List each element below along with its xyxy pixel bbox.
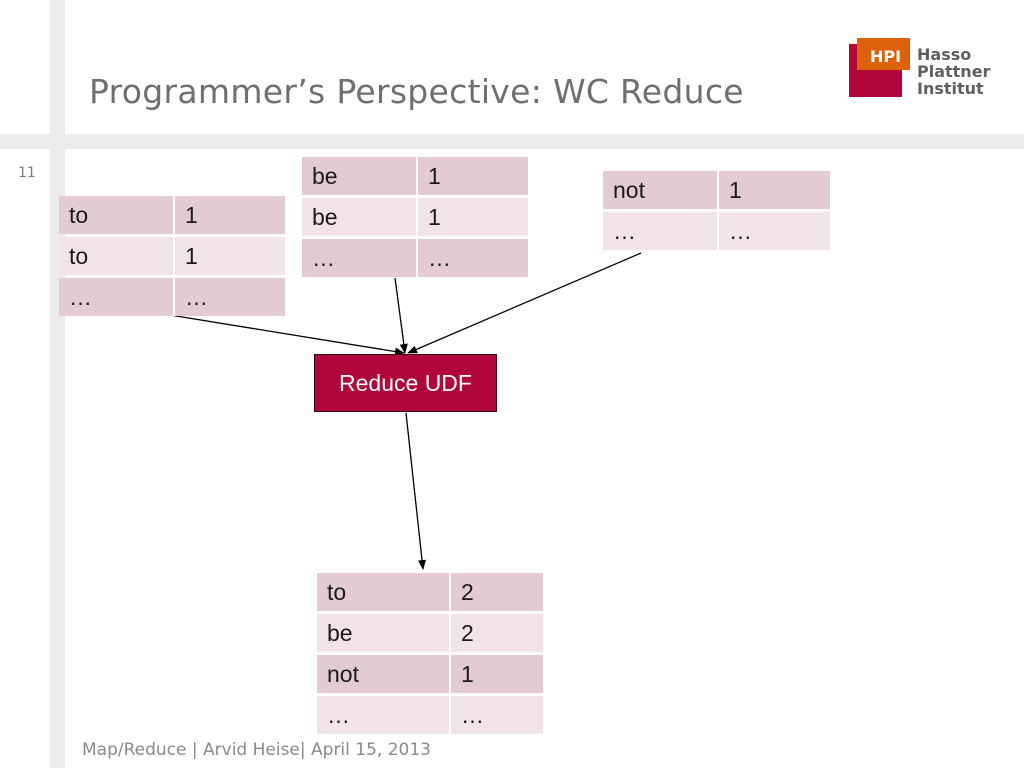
value-cell: … <box>449 696 543 734</box>
value-cell: … <box>717 212 830 250</box>
footer-text: Map/Reduce | Arvid Heise| April 15, 2013 <box>82 740 431 760</box>
header-divider-bar <box>0 134 1024 149</box>
key-cell: not <box>603 171 717 209</box>
table-row: … … <box>302 239 528 277</box>
key-cell: … <box>603 212 717 250</box>
key-cell: to <box>59 196 173 234</box>
page-number: 11 <box>18 165 36 181</box>
table-row: to 1 <box>59 237 285 275</box>
table-row: to 1 <box>59 196 285 234</box>
key-cell: … <box>317 696 449 734</box>
value-cell: … <box>416 239 528 277</box>
arrow-to-reduce-3 <box>407 252 642 354</box>
value-cell: 1 <box>173 237 285 275</box>
input-table-to: to 1 to 1 … … <box>59 193 285 319</box>
hpi-logo: HPI Hasso Plattner Institut <box>849 38 994 100</box>
table-row: not 1 <box>603 171 830 209</box>
table-row: to 2 <box>317 573 543 611</box>
key-cell: to <box>59 237 173 275</box>
arrow-to-output <box>405 412 427 570</box>
input-table-be: be 1 be 1 … … <box>302 154 528 280</box>
logo-mark: HPI <box>870 47 902 66</box>
table-row: not 1 <box>317 655 543 693</box>
slide-title: Programmer’s Perspective: WC Reduce <box>89 72 744 111</box>
key-cell: … <box>59 278 173 316</box>
key-cell: not <box>317 655 449 693</box>
output-table: to 2 be 2 not 1 … … <box>317 570 543 737</box>
key-cell: … <box>302 239 416 277</box>
table-row: be 1 <box>302 198 528 236</box>
table-row: … … <box>603 212 830 250</box>
value-cell: … <box>173 278 285 316</box>
input-table-not: not 1 … … <box>603 168 830 253</box>
value-cell: 1 <box>717 171 830 209</box>
value-cell: 2 <box>449 573 543 611</box>
value-cell: 1 <box>449 655 543 693</box>
table-row: … … <box>317 696 543 734</box>
key-cell: be <box>302 198 416 236</box>
reduce-udf-box: Reduce UDF <box>314 354 497 412</box>
left-gray-bar <box>50 0 65 768</box>
key-cell: be <box>317 614 449 652</box>
key-cell: to <box>317 573 449 611</box>
value-cell: 1 <box>416 198 528 236</box>
table-row: … … <box>59 278 285 316</box>
value-cell: 1 <box>173 196 285 234</box>
table-row: be 2 <box>317 614 543 652</box>
value-cell: 2 <box>449 614 543 652</box>
logo-text: Hasso Plattner Institut <box>917 45 991 98</box>
value-cell: 1 <box>416 157 528 195</box>
arrow-to-reduce-2 <box>394 277 408 354</box>
table-row: be 1 <box>302 157 528 195</box>
key-cell: be <box>302 157 416 195</box>
arrow-to-reduce-1 <box>169 314 405 356</box>
